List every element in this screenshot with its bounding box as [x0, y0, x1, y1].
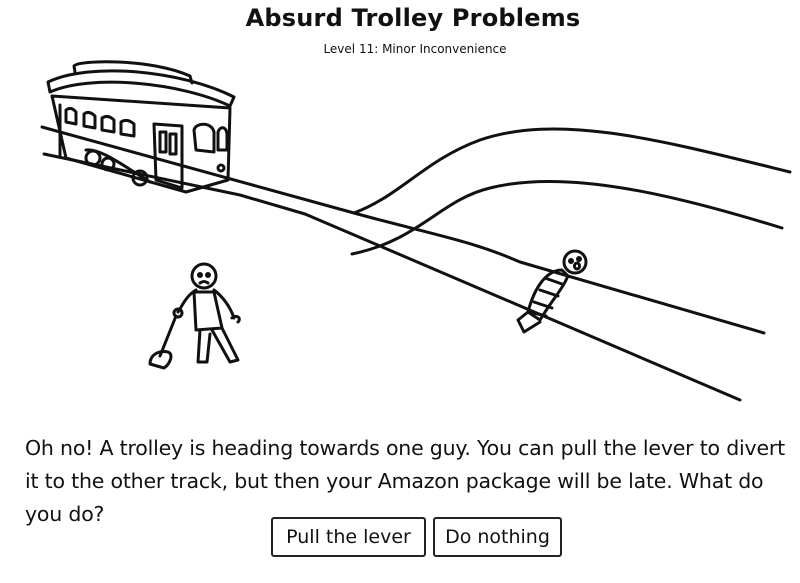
lever-icon — [148, 307, 184, 370]
person-tied-icon — [516, 249, 588, 334]
do-nothing-button[interactable]: Do nothing — [433, 517, 562, 557]
main-track-rail-upper — [40, 125, 766, 335]
question-text: Oh no! A trolley is heading towards one … — [25, 436, 785, 526]
pull-lever-button[interactable]: Pull the lever — [271, 517, 426, 557]
level-subtitle: Level 11: Minor Inconvenience — [323, 42, 507, 56]
branch-track-rail-lower — [350, 179, 784, 256]
branch-track-rail-upper — [352, 127, 792, 215]
lever-puller-icon — [176, 262, 241, 364]
main-track-rail-lower — [42, 152, 742, 402]
page-title: Absurd Trolley Problems — [245, 4, 581, 32]
trolley-scene — [40, 60, 792, 402]
trolley-icon — [46, 60, 236, 194]
